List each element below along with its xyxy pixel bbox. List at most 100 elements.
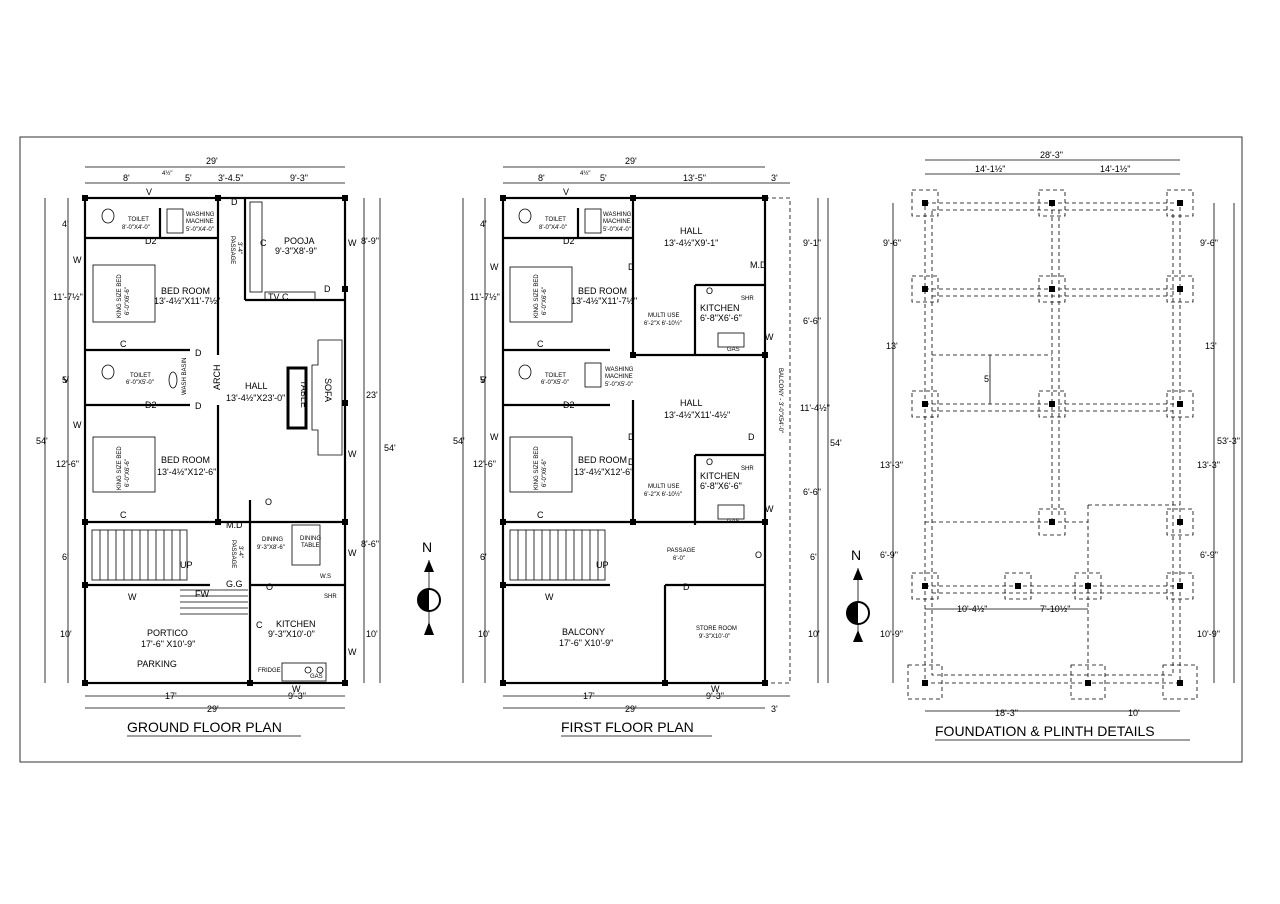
ff-multi1: MULTI USE bbox=[648, 313, 680, 319]
ff-bed1: BED ROOM bbox=[578, 286, 627, 296]
sheet-border bbox=[19, 136, 1243, 763]
gf-bed1: BED ROOM bbox=[161, 286, 210, 296]
ff-bed1-size: 13'-4½"X11'-7½" bbox=[571, 296, 637, 306]
gf-toilet2-size: 6'-0"X5'-0" bbox=[126, 380, 154, 386]
fd-dim-top-seg: 14'-1½" bbox=[1100, 164, 1130, 174]
ff-cupboard-label: C bbox=[537, 339, 544, 349]
gf-window-label: W bbox=[348, 449, 357, 459]
fd-dim-right-seg: 6'-9" bbox=[1200, 550, 1218, 560]
gf-dim-top-total: 29' bbox=[206, 156, 218, 166]
ff-dim-right-seg: 11'-4½" bbox=[800, 403, 830, 413]
gf-table bbox=[286, 366, 308, 430]
gf-passage: PASSAGE bbox=[229, 236, 235, 264]
fd-dim-top-total: 28'-3" bbox=[1040, 150, 1063, 160]
gf-door-label: D2 bbox=[145, 400, 157, 410]
gf-dining-table: DINING bbox=[300, 536, 321, 542]
ff-hall1: HALL bbox=[680, 226, 703, 236]
gf-washing-size: 5'-0"X4'-0" bbox=[186, 227, 214, 233]
ff-door-label: D2 bbox=[563, 400, 575, 410]
gf-passage-size: 3'-4" bbox=[236, 242, 242, 254]
gf-fridge: FRIDGE bbox=[258, 668, 281, 674]
ff-washing2: MACHINE bbox=[603, 219, 631, 225]
ff-dim-bottom-seg: 9'-3" bbox=[706, 691, 724, 701]
ff-shr2: SHR bbox=[741, 466, 754, 472]
ff-washing-size: 5'-0"X4'-0" bbox=[603, 227, 631, 233]
ff-kitchen1: KITCHEN bbox=[700, 303, 740, 313]
gf-main-door-label: M.D bbox=[226, 520, 243, 530]
gf-cupboard-label: C bbox=[120, 339, 127, 349]
ff-store: STORE ROOM bbox=[696, 626, 737, 632]
gf-king1: KING SIZE BED bbox=[117, 274, 123, 318]
fd-dim-right-total: 53'-3" bbox=[1217, 436, 1240, 446]
ff-o-label: O bbox=[706, 457, 713, 467]
gf-ventilator-label: V bbox=[146, 187, 152, 197]
ff-door-label: D2 bbox=[563, 236, 575, 246]
gf-king1-size: 6'-0"X6'-6" bbox=[125, 287, 131, 315]
gf-bed1-size: 13'-4½"X11'-7½" bbox=[154, 296, 220, 306]
gf-dining-table2: TABLE bbox=[301, 543, 320, 549]
gf-kitchen: KITCHEN bbox=[276, 619, 316, 629]
gf-dim-bottom-seg: 17' bbox=[165, 691, 177, 701]
gf-cupboard-label: C bbox=[120, 510, 127, 520]
ff-dim-top-seg: 8' bbox=[538, 173, 545, 183]
ff-dim-right-seg: 6'-6" bbox=[803, 316, 821, 326]
fd-title: FOUNDATION & PLINTH DETAILS bbox=[935, 723, 1155, 739]
ff-toilet1: TOILET bbox=[545, 217, 566, 223]
ff-dim-top-total: 29' bbox=[625, 156, 637, 166]
gf-dim-left-seg: 4' bbox=[62, 219, 69, 229]
gf-title: GROUND FLOOR PLAN bbox=[127, 719, 282, 735]
gf-shr: SHR bbox=[324, 594, 337, 600]
gf-dim-top-seg: 9'-3" bbox=[290, 173, 308, 183]
gf-dining: DINING bbox=[262, 537, 283, 543]
ff-dim-right-seg: 6' bbox=[810, 552, 817, 562]
ff-washing3: WASHING bbox=[605, 367, 634, 373]
gf-window-label: W bbox=[348, 238, 357, 248]
gf-stairs-up-label: UP bbox=[180, 560, 193, 570]
gf-window-label: W bbox=[73, 420, 82, 430]
ff-washing4: MACHINE bbox=[605, 374, 633, 380]
gf-dim-top-seg: 8' bbox=[123, 173, 130, 183]
gf-dim-left-total: 54' bbox=[36, 436, 48, 446]
ff-dim-left-seg: 6' bbox=[480, 552, 487, 562]
ff-dim-bottom-total: 29' bbox=[625, 704, 637, 714]
ff-balcony-size: 17'-6" X10'-9" bbox=[559, 638, 613, 648]
fd-dim-bottom-seg: 18'-3" bbox=[995, 708, 1018, 718]
gf-dim-top-small: 4½" bbox=[162, 170, 172, 177]
ff-passage: PASSAGE bbox=[667, 548, 695, 554]
gf-toilet1-size: 8'-0"X4'-0" bbox=[122, 225, 150, 231]
fd-dim-left-seg: 13' bbox=[886, 341, 898, 351]
ff-door-label: D bbox=[628, 262, 635, 272]
gf-bed2-size: 13'-4½"X12'-6" bbox=[157, 467, 216, 477]
gf-sofa: SOFA bbox=[323, 378, 333, 402]
north-arrow-1: N bbox=[417, 539, 441, 635]
gf-passage2-size: 3'-4" bbox=[237, 546, 243, 558]
ff-dim-left-seg: 4' bbox=[480, 219, 487, 229]
gf-window-label: W bbox=[292, 684, 301, 694]
ff-dim-right-total: 54' bbox=[830, 438, 842, 448]
north-label: N bbox=[851, 547, 861, 563]
ff-door-label: D bbox=[628, 432, 635, 442]
ff-window-label: W bbox=[545, 592, 554, 602]
ff-balcony-side: BALCONY - 3'-0"X54'-0" bbox=[777, 368, 783, 433]
gf-king2: KING SIZE BED bbox=[117, 446, 123, 490]
fd-dim-inner-v: 5' bbox=[984, 374, 991, 384]
gf-cupboard-label: C bbox=[260, 238, 267, 248]
gf-door-label: D bbox=[195, 401, 202, 411]
ff-o-label: O bbox=[755, 550, 762, 560]
gf-king2-size: 6'-0"X6'-6" bbox=[125, 459, 131, 487]
gf-wash-basin: WASH BASIN bbox=[182, 358, 188, 395]
ff-dim-left-seg: 5' bbox=[480, 375, 487, 385]
ff-stairs-up-label: UP bbox=[596, 560, 609, 570]
gf-pooja-size: 9'-3"X8'-9" bbox=[275, 246, 317, 256]
gf-dim-right-seg: 10' bbox=[366, 629, 378, 639]
ff-king1-size: 6'-0"X6'-6" bbox=[542, 287, 548, 315]
ff-window-label: W bbox=[711, 684, 720, 694]
ff-window-label: W bbox=[765, 504, 774, 514]
gf-door-label: D bbox=[195, 348, 202, 358]
ff-ventilator-label: V bbox=[563, 187, 569, 197]
fd-dim-inner-h: 10'-4½" bbox=[957, 604, 987, 614]
gf-toilet2: TOILET bbox=[130, 373, 151, 379]
ff-toilet2-size: 6'-0"X5'-0" bbox=[541, 380, 569, 386]
gf-o-label: O bbox=[266, 582, 273, 592]
ff-dim-left-seg: 11'-7½" bbox=[470, 292, 500, 302]
